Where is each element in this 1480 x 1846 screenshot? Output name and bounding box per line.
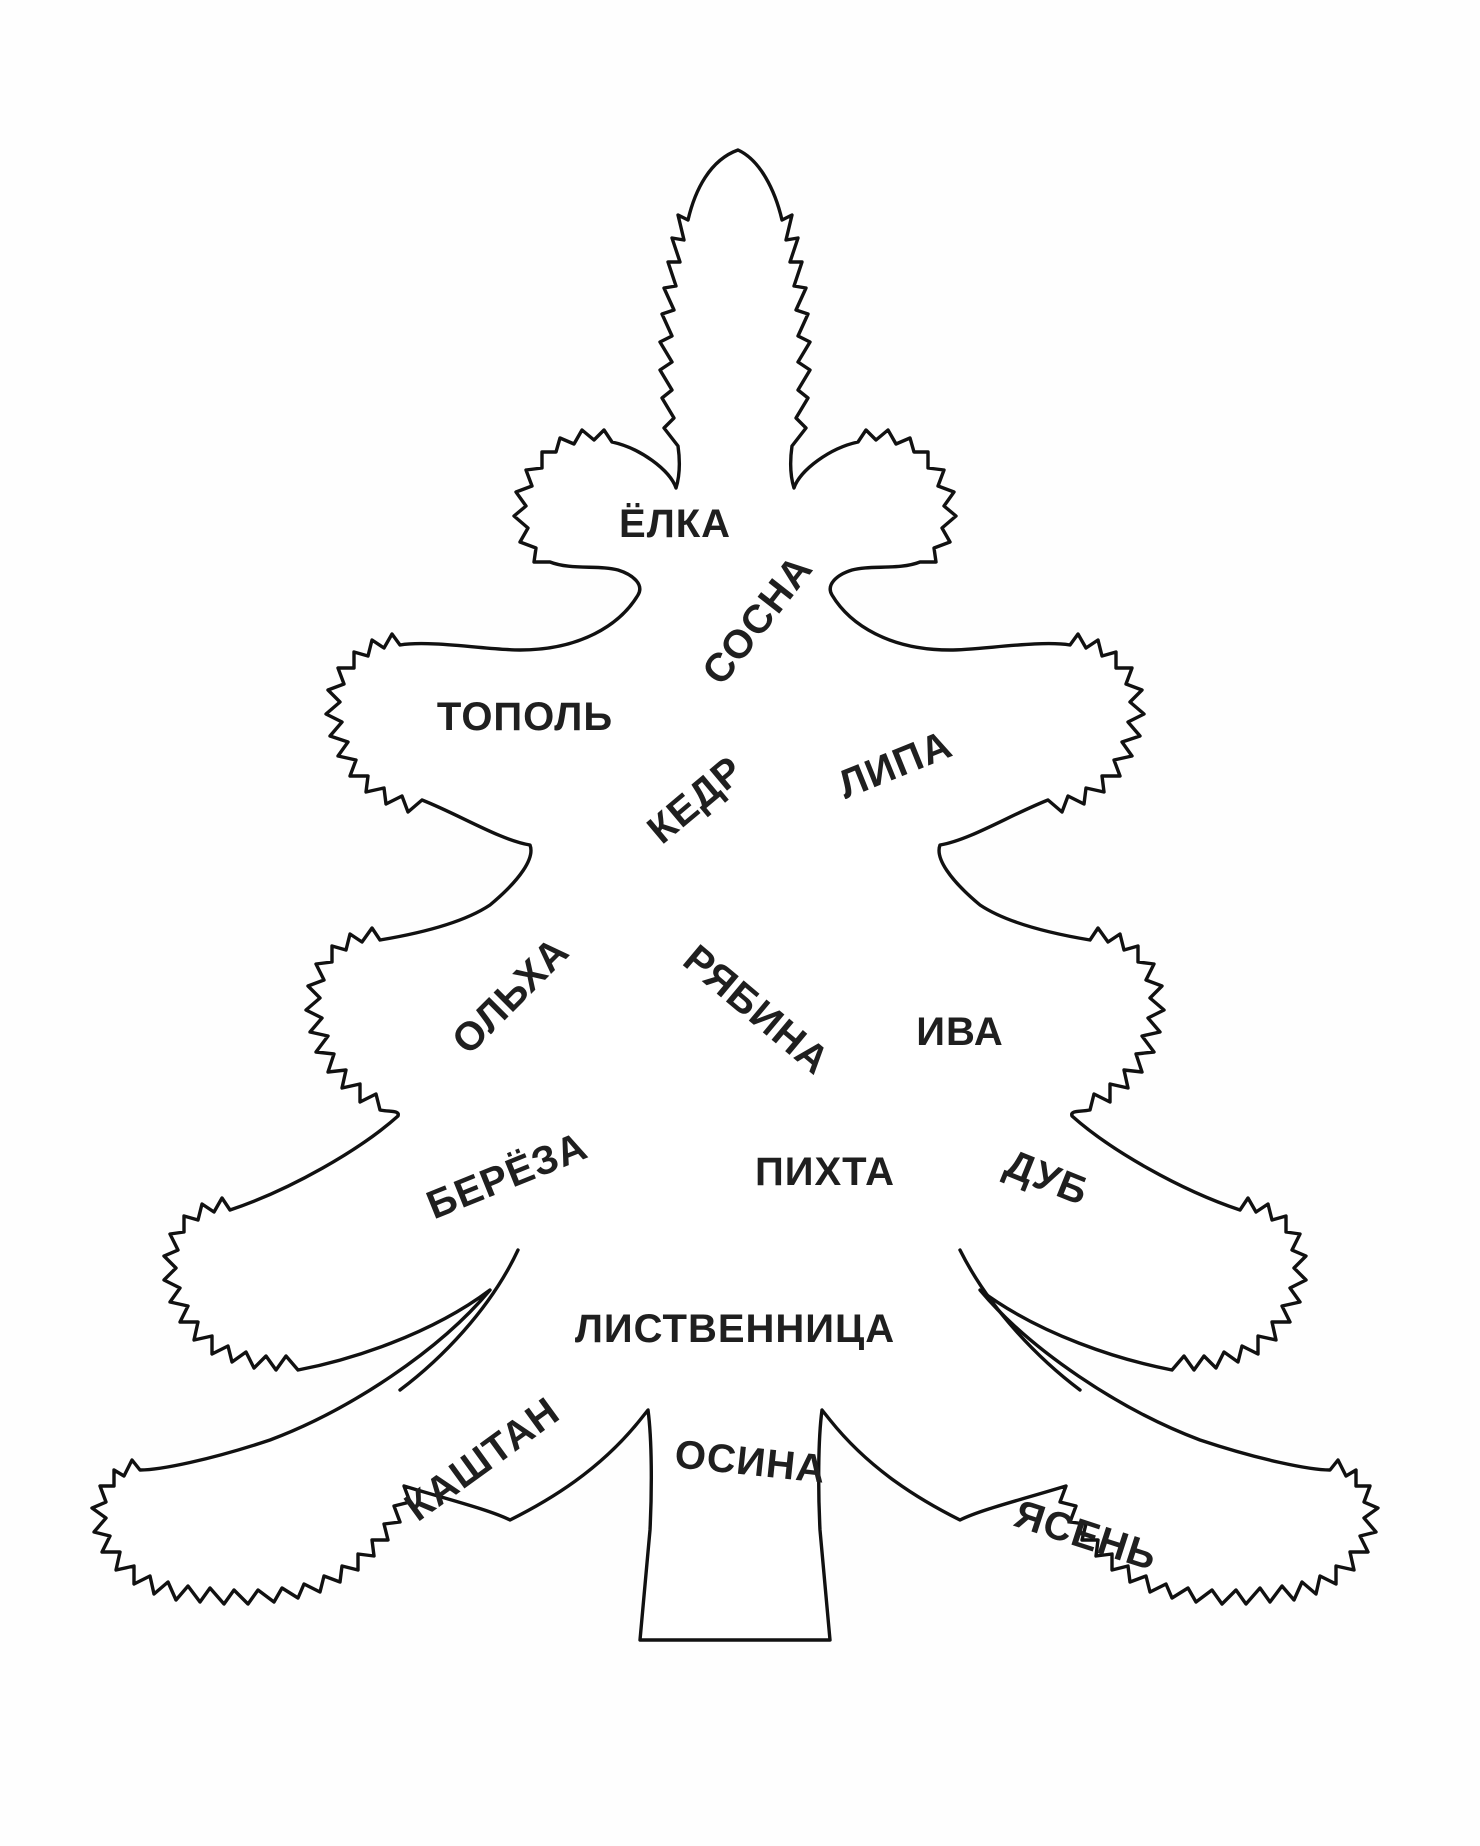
word-elka: ЁЛКА (619, 502, 731, 546)
right-branch-stroke (958, 1248, 1082, 1392)
word-topol: ТОПОЛЬ (437, 695, 613, 739)
left-branch-stroke (398, 1248, 520, 1392)
word-pikhta: ПИХТА (755, 1150, 895, 1194)
word-iva: ИВА (916, 1010, 1004, 1054)
fir-tree-outline (90, 148, 1380, 1642)
word-listvennitsa: ЛИСТВЕННИЦА (575, 1307, 895, 1351)
